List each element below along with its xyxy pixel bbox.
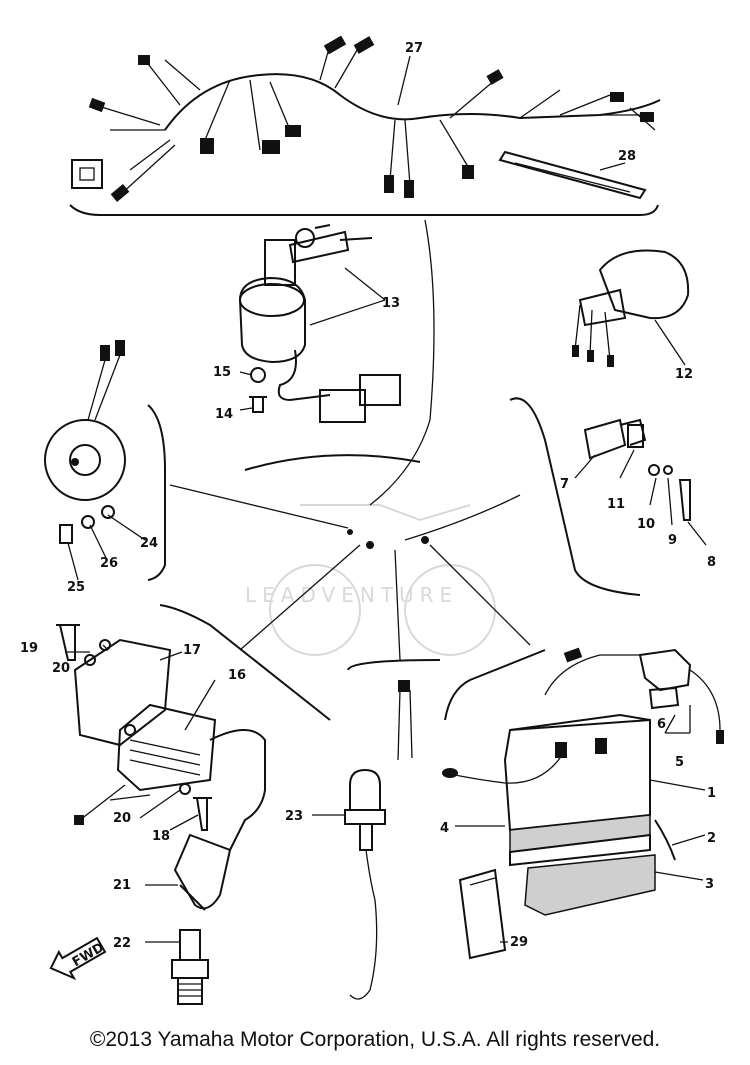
callout-20-bottom: 20	[113, 811, 131, 826]
callout-26: 26	[100, 556, 118, 571]
neutral-switch	[344, 680, 413, 1000]
copyright-notice: ©2013 Yamaha Motor Corporation, U.S.A. A…	[89, 1028, 661, 1051]
callout-25: 25	[67, 580, 85, 595]
relay-bracket	[583, 418, 691, 521]
leader-lines	[169, 219, 531, 661]
cdi-unit	[56, 624, 266, 851]
callout-22: 22	[113, 936, 131, 951]
callout-12: 12	[675, 367, 693, 382]
wire-harness	[69, 35, 661, 216]
callout-21: 21	[113, 878, 131, 893]
callout-14: 14	[215, 407, 233, 422]
flasher-relay	[572, 249, 690, 367]
parts-diagram: LEADVENTURE	[20, 35, 724, 1005]
callout-23: 23	[285, 809, 303, 824]
callout-29: 29	[510, 935, 528, 950]
callout-5: 5	[675, 755, 684, 770]
spark-plug-cap	[173, 833, 232, 911]
harness-band	[498, 150, 647, 200]
spark-plug	[171, 929, 209, 1005]
callout-9: 9	[668, 533, 677, 548]
callout-8: 8	[707, 555, 716, 570]
callout-1: 1	[707, 786, 716, 801]
callout-24: 24	[140, 536, 158, 551]
battery-manual	[458, 868, 507, 960]
callout-2: 2	[707, 831, 716, 846]
callout-11: 11	[607, 497, 625, 512]
watermark-motorcycle	[269, 504, 496, 656]
callout-27: 27	[405, 41, 423, 56]
watermark-text: LEADVENTURE	[245, 583, 458, 607]
callout-17: 17	[183, 643, 201, 658]
callout-13: 13	[382, 296, 400, 311]
callout-7: 7	[560, 477, 569, 492]
ignition-coil	[544, 647, 724, 744]
fwd-arrow-icon	[49, 936, 107, 981]
callout-18: 18	[152, 829, 170, 844]
battery	[442, 713, 676, 916]
horn	[44, 340, 126, 544]
callout-19: 19	[20, 641, 38, 656]
callout-10: 10	[637, 517, 655, 532]
main-switch	[238, 224, 421, 471]
callout-28: 28	[618, 149, 636, 164]
callout-4: 4	[440, 821, 449, 836]
fwd-label: FWD	[70, 940, 107, 970]
callout-16: 16	[228, 668, 246, 683]
callout-15: 15	[213, 365, 231, 380]
callout-20-top: 20	[52, 661, 70, 676]
callout-6: 6	[657, 717, 666, 732]
callout-3: 3	[705, 877, 714, 892]
